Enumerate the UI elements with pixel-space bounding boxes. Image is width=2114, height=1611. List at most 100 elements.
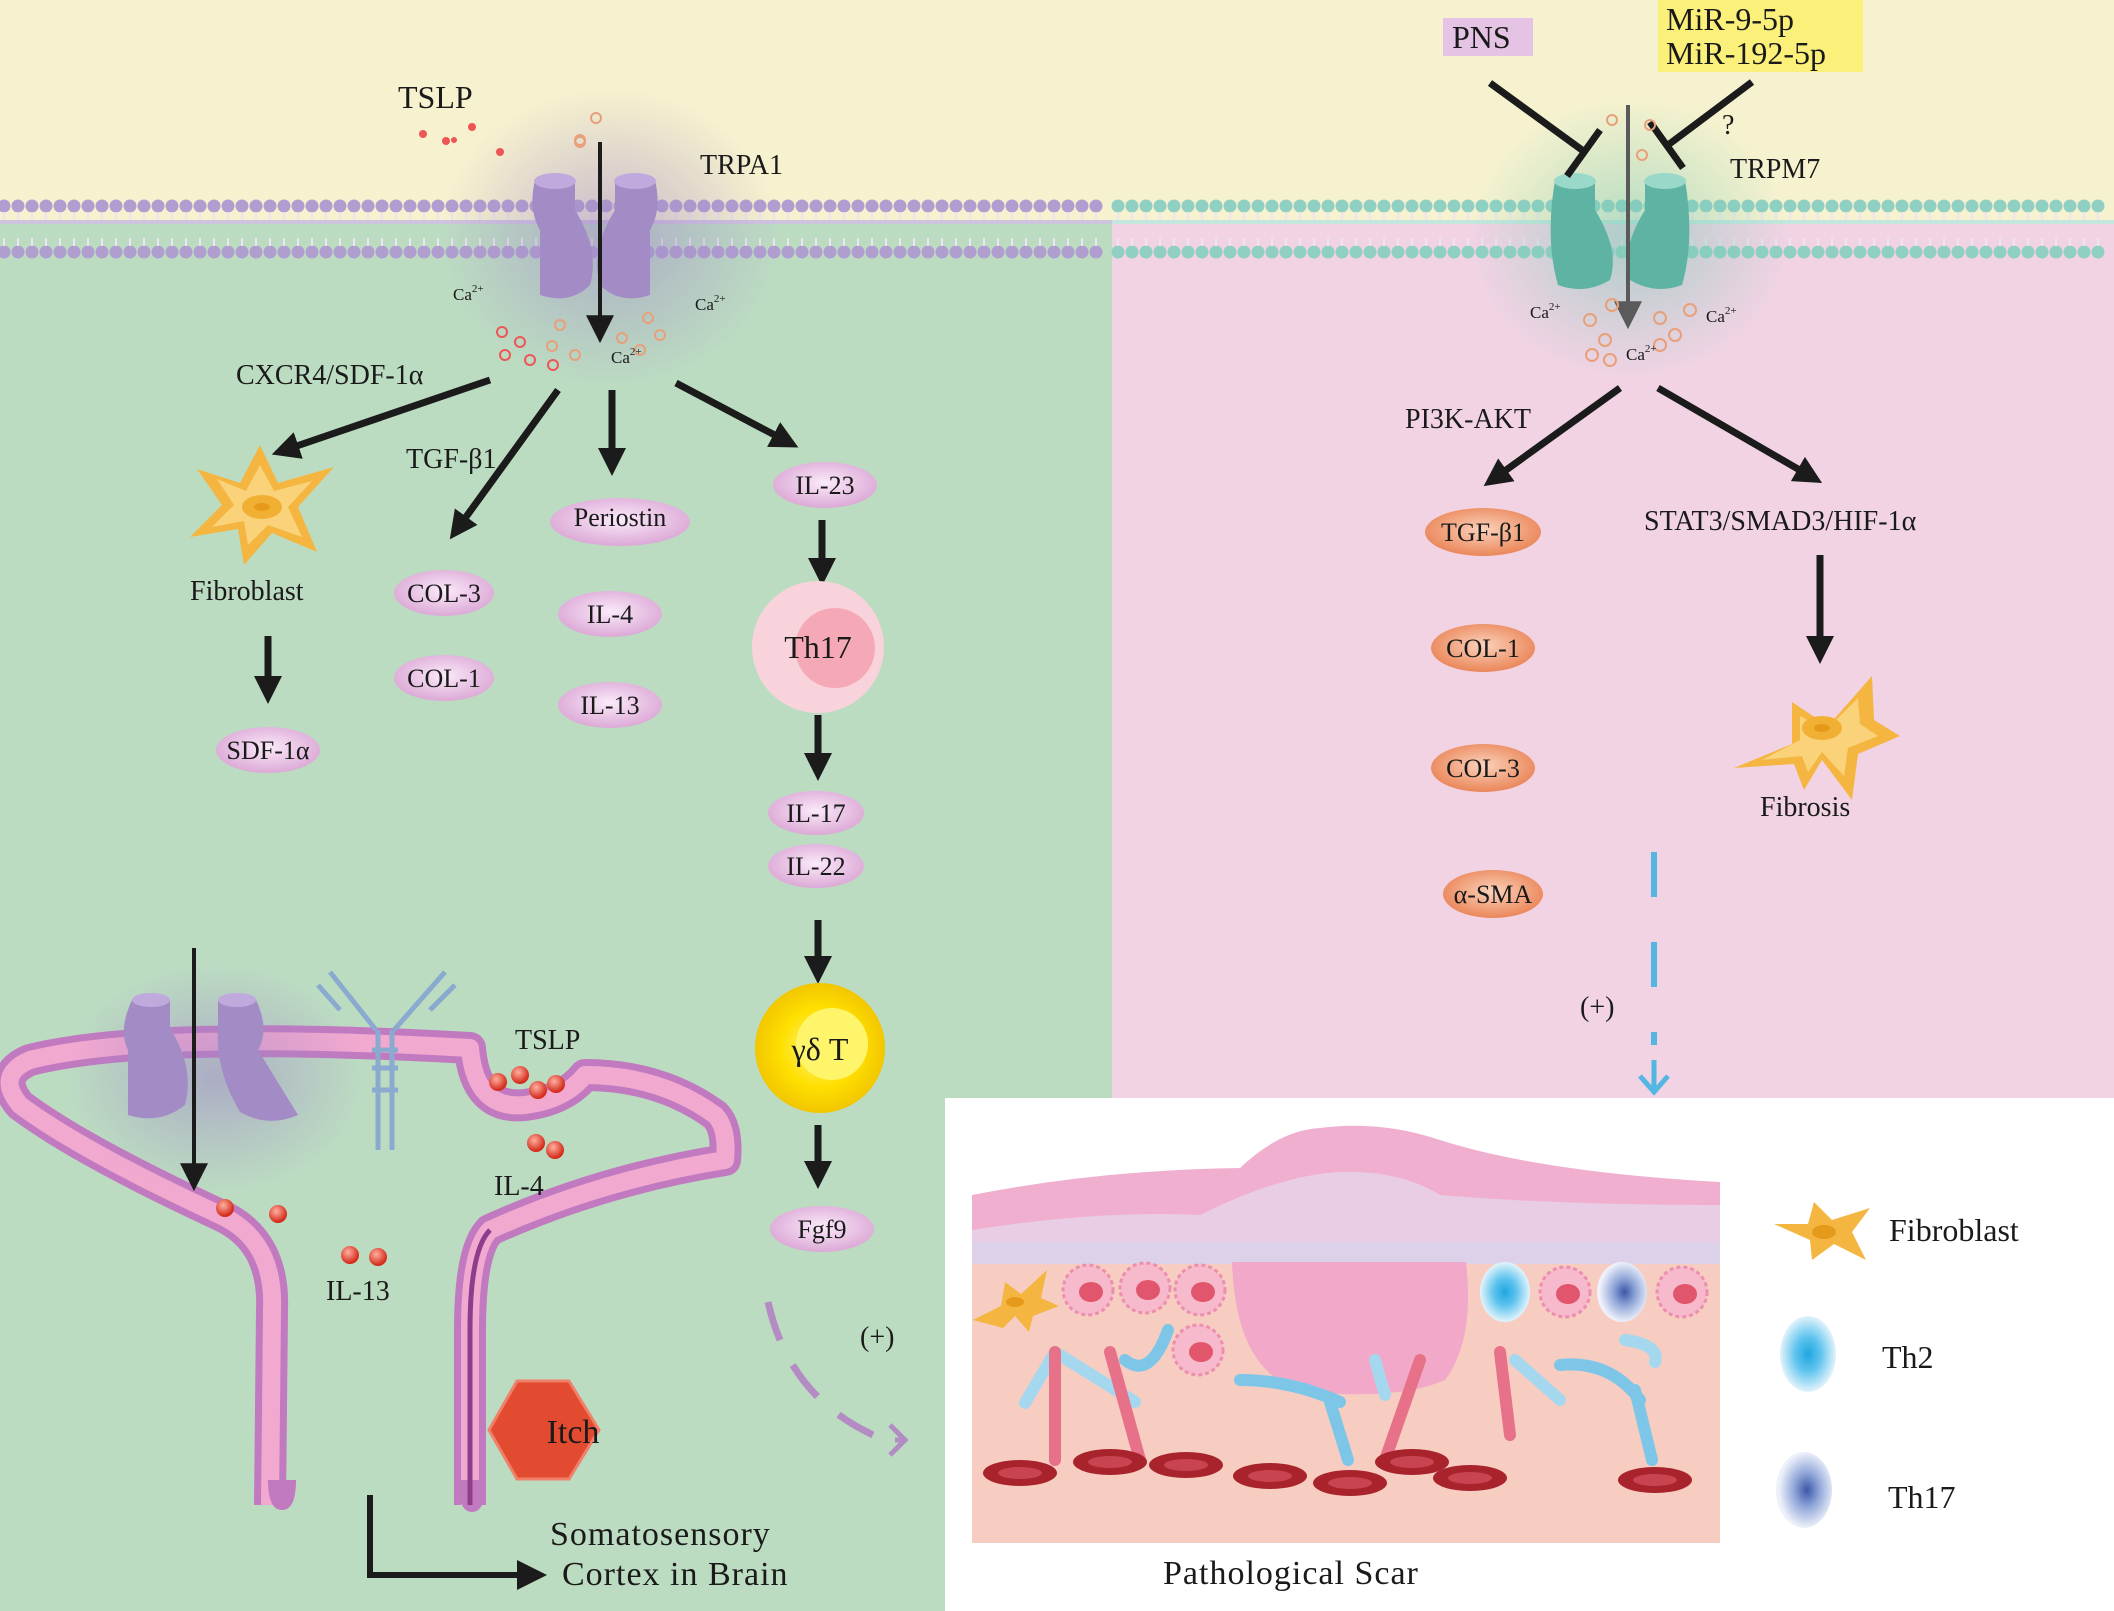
neuron-il4-label: IL-4 [494, 1171, 544, 1202]
trpa1-right-subunit [597, 180, 658, 299]
lipid-head [1419, 199, 1433, 213]
lipid-head [865, 245, 879, 259]
lipid-head [1209, 199, 1223, 213]
lipid-head [1033, 199, 1047, 213]
svg-text:Ca2+: Ca2+ [695, 293, 726, 314]
scar-th2-cell [1480, 1262, 1530, 1322]
ca-labels: Ca2+ Ca2+ Ca2+ Ca2+ Ca2+ Ca2+ [453, 283, 1737, 367]
lipid-head [67, 199, 81, 213]
lipid-head [291, 245, 305, 259]
cxcr4-label: CXCR4/SDF-1α [236, 360, 424, 391]
mirna-box [1658, 0, 1863, 72]
pill-il17: IL-17 [768, 791, 864, 835]
lipid-head [0, 245, 11, 259]
lipid-head [431, 199, 445, 213]
lipid-head [795, 199, 809, 213]
lipid-head [1825, 199, 1839, 213]
lipid-head [1125, 245, 1139, 259]
lipid-head [1293, 245, 1307, 259]
lipid-head [907, 199, 921, 213]
pns-inhibition-bar [1564, 127, 1603, 179]
scar-nodule [1232, 1262, 1469, 1395]
lipid-head [305, 245, 319, 259]
legend-fibroblast-icon [1774, 1202, 1870, 1260]
lipid-head [137, 199, 151, 213]
lipid-head [25, 245, 39, 259]
lipid-head [1279, 199, 1293, 213]
lipid-head [1089, 199, 1103, 213]
lipid-head [879, 245, 893, 259]
lipid-head [221, 199, 235, 213]
lipid-head [1005, 245, 1019, 259]
scar-th17-cell [1597, 1262, 1647, 1322]
pill-asma-label: α-SMA [1454, 880, 1533, 909]
lipid-head [277, 245, 291, 259]
pi3k-label: PI3K-AKT [1405, 404, 1531, 435]
pill-il22: IL-22 [768, 844, 864, 888]
lipid-head [319, 245, 333, 259]
lipid-head [1033, 245, 1047, 259]
lipid-head [1405, 245, 1419, 259]
lipid-head [1979, 199, 1993, 213]
lipid-head [851, 245, 865, 259]
lipid-head [95, 199, 109, 213]
lipid-head [2021, 245, 2035, 259]
pill-col1-left: COL-1 [394, 655, 494, 701]
lipid-head [1167, 199, 1181, 213]
lipid-head [935, 245, 949, 259]
lipid-head [263, 245, 277, 259]
trpa1-channel [440, 88, 780, 388]
lipid-head [991, 199, 1005, 213]
neuron-membrane-inner [0, 1032, 735, 1506]
lipid-head [1251, 245, 1265, 259]
lipid-head [1391, 199, 1405, 213]
svg-text:Ca2+: Ca2+ [1626, 343, 1657, 364]
lipid-head [991, 245, 1005, 259]
pill-periostin-label: Periostin [574, 503, 666, 532]
scar-red-blood-cell-center [1088, 1456, 1132, 1468]
lipid-head [123, 199, 137, 213]
pill-il23-label: IL-23 [795, 471, 854, 500]
lipid-head [2091, 245, 2105, 259]
lipid-head [249, 245, 263, 259]
lipid-head [949, 245, 963, 259]
question-mark: ? [1722, 110, 1734, 141]
arrow-to-il23 [674, 379, 799, 448]
lipid-head [1075, 245, 1089, 259]
lipid-head [1965, 245, 1979, 259]
lipid-head [1909, 245, 1923, 259]
lipid-head [823, 199, 837, 213]
left-dashed-arrow [764, 1301, 882, 1442]
lipid-head [837, 245, 851, 259]
lipid-head [25, 199, 39, 213]
pill-col1-right: COL-1 [1431, 624, 1535, 672]
lipid-head [1881, 199, 1895, 213]
svg-text:Ca2+: Ca2+ [1706, 305, 1737, 326]
lipid-head [207, 245, 221, 259]
lipid-head [95, 245, 109, 259]
scar-vessels [1019, 1324, 1662, 1466]
lipid-head [1181, 245, 1195, 259]
svg-text:Ca2+: Ca2+ [611, 346, 642, 367]
lipid-head [235, 199, 249, 213]
trpa1-label: TRPA1 [700, 150, 783, 181]
lipid-head [1377, 199, 1391, 213]
lipid-head [2049, 199, 2063, 213]
lipid-head [949, 199, 963, 213]
lipid-head [1209, 245, 1223, 259]
pill-il23: IL-23 [773, 462, 877, 508]
lipid-head [263, 199, 277, 213]
lipid-head [781, 245, 795, 259]
pill-col3-left: COL-3 [394, 570, 494, 616]
lipid-head [1951, 245, 1965, 259]
lipid-head [67, 245, 81, 259]
lipid-head [1047, 245, 1061, 259]
gdt-cell-label: γδ T [791, 1031, 849, 1067]
scar-cells [973, 1270, 1059, 1332]
lipid-head [39, 199, 53, 213]
lipid-head [1419, 245, 1433, 259]
lipid-head [123, 245, 137, 259]
lipid-head [1853, 245, 1867, 259]
pill-sdf: SDF-1α [216, 727, 320, 773]
lipid-head [361, 199, 375, 213]
